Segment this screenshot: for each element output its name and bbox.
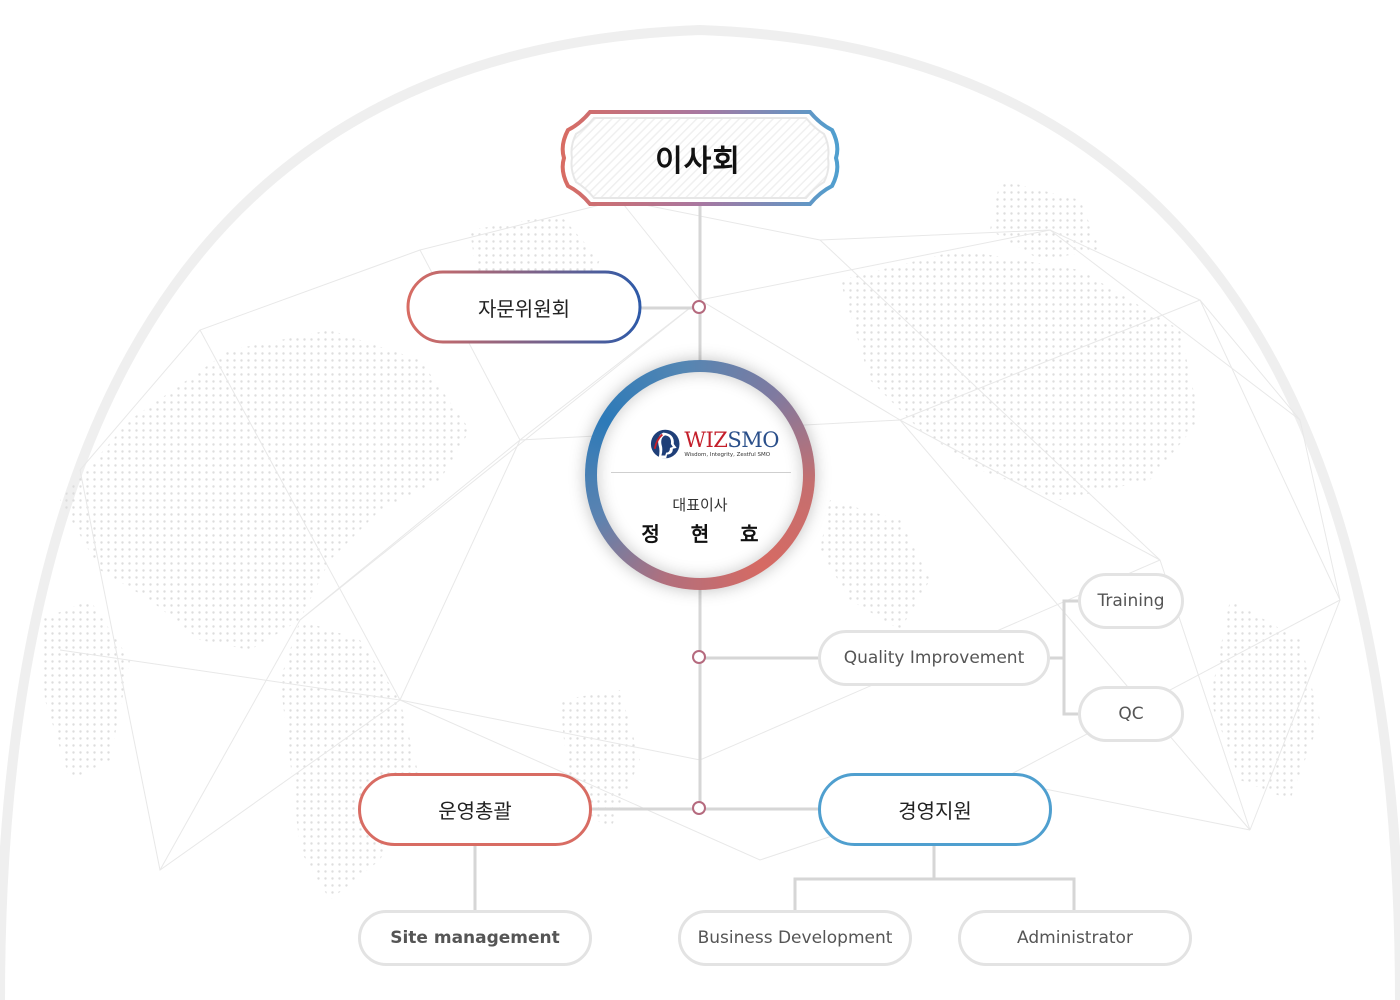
wizsmo-logo: WIZSMO Wisdom, Integrity, Zestful SMO [649, 424, 779, 464]
advisory-frame [406, 270, 642, 344]
connector-dot [692, 650, 706, 664]
logo-wiz: WIZ [684, 428, 728, 452]
logo-smo: SMO [727, 428, 779, 452]
ceo-title: 대표이사 [672, 496, 728, 514]
site-management-node[interactable]: Site management [358, 910, 592, 966]
management-support-label: 경영지원 [898, 799, 972, 823]
connector-dot [692, 801, 706, 815]
administrator-node[interactable]: Administrator [958, 910, 1192, 966]
logo-tagline: Wisdom, Integrity, Zestful SMO [684, 452, 771, 458]
connector-dot [692, 300, 706, 314]
advisory-committee-label: 자문위원회 [478, 296, 570, 321]
qc-label: QC [1118, 704, 1144, 724]
board-node[interactable]: 이사회 [557, 108, 839, 208]
board-label: 이사회 [655, 144, 741, 179]
quality-improvement-node[interactable]: Quality Improvement [818, 630, 1050, 686]
ceo-inner: WIZSMO Wisdom, Integrity, Zestful SMO 대표… [597, 372, 803, 578]
training-node[interactable]: Training [1078, 573, 1184, 629]
advisory-committee-node[interactable]: 자문위원회 [408, 272, 640, 342]
ceo-node[interactable]: WIZSMO Wisdom, Integrity, Zestful SMO 대표… [585, 360, 815, 590]
administrator-label: Administrator [1017, 928, 1133, 948]
head-silhouette-icon [650, 429, 680, 459]
ceo-name: 정 현 효 [641, 522, 771, 546]
operations-node[interactable]: 운영총괄 [358, 773, 592, 846]
quality-improvement-label: Quality Improvement [843, 648, 1025, 668]
site-management-label: Site management [390, 928, 560, 948]
operations-label: 운영총괄 [438, 799, 512, 823]
business-development-label: Business Development [697, 928, 893, 948]
management-support-node[interactable]: 경영지원 [818, 773, 1052, 846]
ceo-divider [611, 472, 791, 473]
business-development-node[interactable]: Business Development [678, 910, 912, 966]
qc-node[interactable]: QC [1078, 686, 1184, 742]
training-label: Training [1097, 591, 1165, 611]
